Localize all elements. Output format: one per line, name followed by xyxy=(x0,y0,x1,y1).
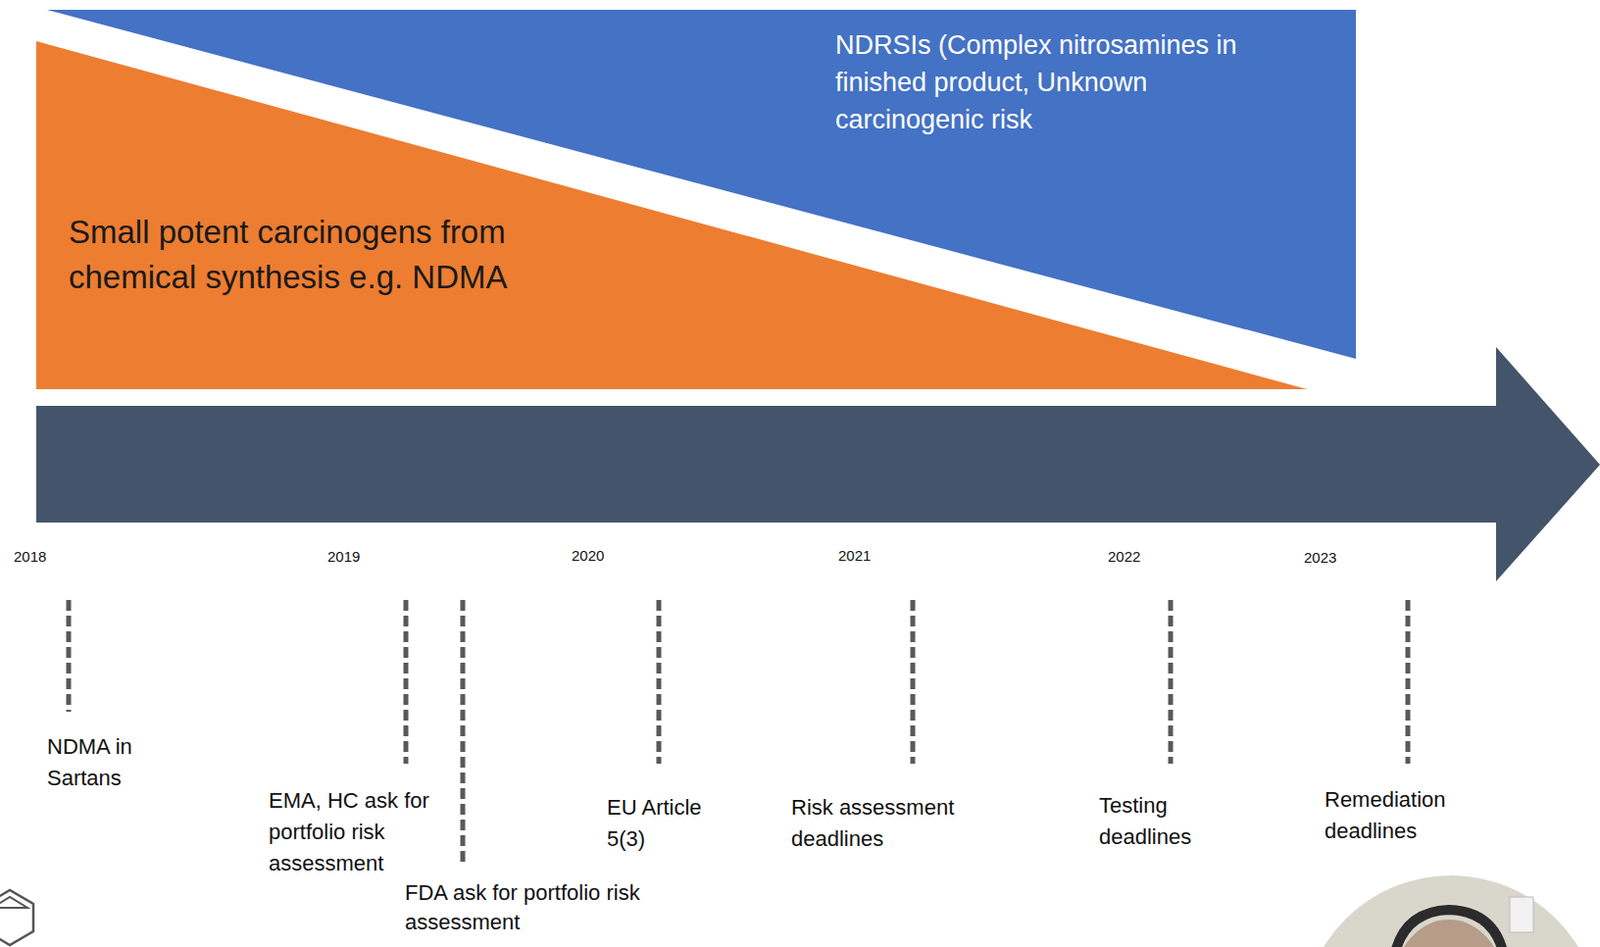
milestone-label: EMA, HC ask for portfolio risk assessmen… xyxy=(268,785,455,880)
year-label: 2023 xyxy=(1303,549,1363,567)
speaker-photo xyxy=(1301,875,1600,947)
benzene-icon xyxy=(0,897,28,908)
speaker-photo xyxy=(1509,897,1534,933)
milestone-label: Testing deadlines xyxy=(1099,790,1217,853)
milestone-label: Remediation deadlines xyxy=(1324,784,1472,848)
benzene-icon xyxy=(0,890,34,946)
milestone-label: NDMA in Sartans xyxy=(47,731,155,795)
milestone-label: EU Article 5(3) xyxy=(606,792,725,855)
milestone-label: Risk assessment deadlines xyxy=(791,792,988,855)
band-fill xyxy=(36,41,1307,390)
year-label: 2022 xyxy=(1107,548,1167,566)
year-label: 2019 xyxy=(327,548,387,566)
year-label: 2018 xyxy=(13,548,73,566)
band-text: Small potent carcinogens from chemical s… xyxy=(68,209,618,300)
milestone-label: FDA ask for portfolio risk assessment xyxy=(404,878,641,938)
band-text: NDRSIs (Complex nitrosamines in finished… xyxy=(835,26,1248,139)
speaker-photo xyxy=(1392,909,1506,947)
year-label: 2021 xyxy=(838,547,898,565)
year-label: 2020 xyxy=(571,547,631,565)
